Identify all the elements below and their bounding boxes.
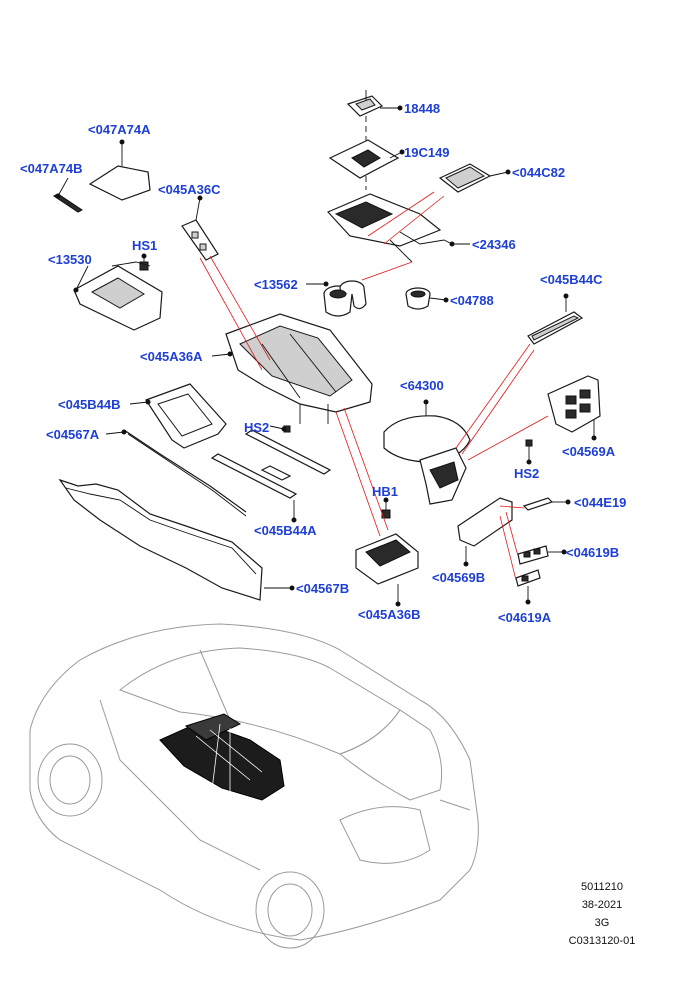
label-24346[interactable]: <24346 <box>472 237 516 252</box>
leader-lines <box>57 107 509 589</box>
part-045A36B <box>355 533 419 604</box>
part-13530 <box>73 261 163 331</box>
leader-dots <box>55 105 597 607</box>
part-18448 <box>346 90 384 117</box>
part-13562 <box>323 280 367 317</box>
reference-line-4: C0313120-01 <box>569 935 636 947</box>
label-04619B[interactable]: <04619B <box>566 545 619 560</box>
label-047A74B[interactable]: <047A74B <box>20 161 83 176</box>
label-04788[interactable]: <04788 <box>450 293 494 308</box>
part-HB1 <box>381 500 391 519</box>
part-044C82 <box>438 163 492 193</box>
part-04619A <box>515 569 541 602</box>
part-64300 <box>383 402 471 505</box>
part-04788 <box>405 287 431 310</box>
label-045B44A[interactable]: <045B44A <box>254 523 317 538</box>
part-04569B <box>457 497 513 564</box>
label-045A36B[interactable]: <045A36B <box>358 607 421 622</box>
label-13530[interactable]: <13530 <box>48 252 92 267</box>
label-044E19[interactable]: <044E19 <box>574 495 626 510</box>
label-HS2-right[interactable]: HS2 <box>514 466 539 481</box>
label-045A36C[interactable]: <045A36C <box>158 182 221 197</box>
part-19C149 <box>328 139 400 179</box>
part-04619B <box>517 545 564 565</box>
part-24346 <box>326 193 453 263</box>
part-045B44A <box>210 429 332 499</box>
part-labels: <047A74A <047A74B <045A36C HS1 <13530 18… <box>20 101 626 625</box>
part-047A74A <box>88 142 151 201</box>
label-HS2-top[interactable]: HS2 <box>244 420 269 435</box>
label-044C82[interactable]: <044C82 <box>512 165 565 180</box>
part-045B44C <box>527 296 584 345</box>
label-045B44B[interactable]: <045B44B <box>58 397 121 412</box>
label-64300[interactable]: <64300 <box>400 378 444 393</box>
label-04567B[interactable]: <04567B <box>296 581 349 596</box>
label-04567A[interactable]: <04567A <box>46 427 100 442</box>
part-045A36C <box>181 219 219 261</box>
label-13562[interactable]: <13562 <box>254 277 298 292</box>
label-18448[interactable]: 18448 <box>404 101 440 116</box>
part-04567A <box>123 429 247 517</box>
part-04569A <box>547 375 601 438</box>
vehicle-console-highlight <box>159 713 285 801</box>
label-19C149[interactable]: 19C149 <box>404 145 450 160</box>
label-HB1[interactable]: HB1 <box>372 484 398 499</box>
label-04569B[interactable]: <04569B <box>432 570 485 585</box>
reference-line-2: 38-2021 <box>582 899 622 911</box>
part-045B44B <box>145 383 227 449</box>
label-04569A[interactable]: <04569A <box>562 444 616 459</box>
label-04619A[interactable]: <04619A <box>498 610 552 625</box>
part-044E19 <box>522 497 568 511</box>
reference-line-3: 3G <box>595 917 610 929</box>
part-04567B <box>58 478 263 601</box>
reference-line-1: 5011210 <box>581 881 623 893</box>
part-HS2-right <box>525 439 533 462</box>
label-045B44C[interactable]: <045B44C <box>540 272 603 287</box>
label-045A36A[interactable]: <045A36A <box>140 349 203 364</box>
label-HS1[interactable]: HS1 <box>132 238 157 253</box>
reference-block: 5011210 38-2021 3G C0313120-01 <box>569 881 636 947</box>
vehicle-locator-illustration <box>29 623 479 949</box>
label-047A74A[interactable]: <047A74A <box>88 122 151 137</box>
pointer-lines <box>199 191 549 581</box>
part-045A36A <box>225 313 373 424</box>
